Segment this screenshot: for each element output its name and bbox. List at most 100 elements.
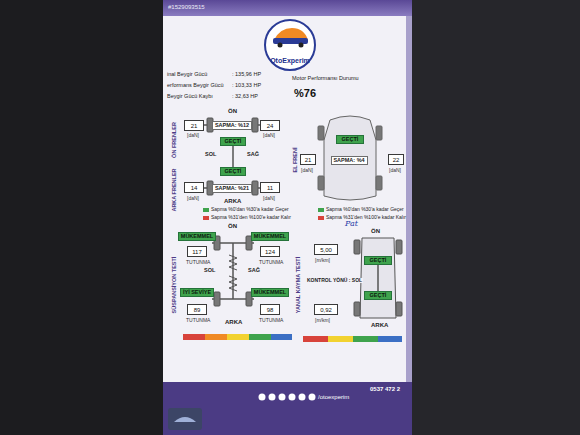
grip-box: 89 — [187, 304, 207, 315]
suspension-axles-part — [214, 292, 220, 306]
box-text: 124 — [265, 249, 275, 255]
paper-sheet-part — [163, 382, 412, 435]
box-text: 11 — [267, 185, 273, 191]
unit-label: [daN] — [389, 168, 401, 173]
corner-logo — [168, 408, 202, 430]
legend-text: Sapma %31'den %100'e kadar Kalır — [211, 215, 291, 220]
spec-name: Beygir Gücü Kaybı — [167, 94, 213, 100]
grip-box: 98 — [260, 304, 280, 315]
brake-axles-part — [252, 181, 258, 195]
side-label: SOL — [204, 268, 215, 274]
side-label: SOL — [205, 152, 216, 158]
legend-text: Sapma %31'den %100'e kadar Kalır — [326, 215, 406, 220]
brake-axles-part — [252, 118, 258, 132]
unit-label: [daN] — [187, 196, 199, 201]
axle-label: ARKA — [225, 319, 242, 325]
background-part — [412, 0, 580, 435]
box-text: MÜKEMMEL — [181, 234, 213, 240]
logo-badge-art — [265, 20, 315, 70]
box-text: 21 — [305, 157, 312, 163]
performance-value: %76 — [294, 88, 316, 99]
social-handle: /otoexperim — [318, 394, 349, 400]
side-slip-car-part — [354, 302, 360, 316]
box-text: 0,92 — [320, 307, 332, 313]
box-text: 98 — [267, 307, 274, 313]
rating-scale-part — [183, 334, 205, 340]
paper-sheet-part — [163, 0, 412, 435]
section-label: SÜSPANSİYON TESTİ — [172, 257, 178, 314]
force-box: 22 — [388, 154, 404, 165]
result-box: MÜKEMMEL — [251, 232, 289, 241]
logo-badge-art-part — [278, 43, 283, 48]
logo-badge-art-part — [299, 43, 304, 48]
result-box: GEÇTİ — [220, 137, 246, 146]
paper-sheet-part — [406, 16, 412, 382]
result-box: MÜKEMMEL — [178, 232, 216, 241]
logo-badge-art-part — [265, 20, 315, 70]
force-box: 21 — [300, 154, 316, 165]
phone-number: 0537 472 2 — [370, 386, 400, 392]
social-icons-part — [279, 394, 286, 401]
result-box: İYİ SEVİYE — [180, 288, 214, 297]
slip-box: 5,00 — [314, 244, 338, 255]
axle-label: ÖN — [371, 228, 380, 234]
social-icons-part — [259, 394, 266, 401]
axle-label: ARKA — [370, 322, 389, 328]
box-text: 24 — [267, 123, 274, 129]
handbrake-car — [318, 116, 382, 200]
grip-box: 124 — [260, 246, 280, 257]
handbrake-car-part — [376, 176, 382, 190]
section-label: ARKA FRENLER — [172, 168, 178, 211]
box-text: SAPMA: %4 — [333, 158, 364, 164]
side-slip-car-part — [360, 238, 396, 318]
force-box: 11 — [260, 182, 280, 193]
box-text: GEÇTİ — [342, 137, 359, 143]
spec-name: inal Beygir Gücü — [167, 72, 207, 78]
box-text: GEÇTİ — [225, 169, 242, 175]
deviation-box: SAPMA: %4 — [331, 156, 368, 165]
social-icons-part — [289, 394, 296, 401]
rating-scale-part — [271, 334, 292, 340]
box-text: MÜKEMMEL — [254, 290, 286, 296]
box-text: İYİ SEVİYE — [183, 290, 211, 296]
grip-label: TUTUNMA — [186, 318, 210, 323]
result-box: GEÇTİ — [364, 256, 392, 265]
spec-value: : 103,33 HP — [232, 83, 261, 89]
deviation-box: SAPMA: %12 — [212, 121, 252, 130]
unit-label: [m/km] — [315, 258, 330, 263]
section-title: Motor Performansı Durumu — [292, 76, 359, 82]
legend-text: Sapma %0'dan %30'a kadar Geçer — [211, 207, 289, 212]
axle-label: ÖN — [228, 108, 237, 114]
watermark: #1529093515 — [168, 4, 205, 10]
side-label: SAĞ — [247, 152, 259, 158]
unit-label: [daN] — [263, 196, 275, 201]
rating-scale-part — [328, 336, 353, 342]
box-text: SAPMA: %21 — [215, 186, 249, 192]
box-text: OtoExperim — [270, 57, 310, 64]
rating-scale-part — [205, 334, 227, 340]
box-text: GEÇTİ — [225, 139, 242, 145]
section-label: YANAL KAYMA TESTİ — [296, 257, 302, 313]
social-icons-part — [299, 394, 306, 401]
corner-logo-part — [168, 408, 202, 430]
rating-scale-part — [378, 336, 402, 342]
social-icons-part — [309, 394, 316, 401]
legend-row: Sapma %31'den %100'e kadar Kalır — [318, 215, 406, 220]
axle-shaft — [232, 146, 234, 167]
direction-label: KONTROL YÖNÜ : SOL — [306, 278, 363, 283]
grip-label: TUTUNMA — [259, 318, 283, 323]
spec-name: erformans Beygir Gücü — [167, 83, 224, 89]
spec-value: : 135,96 HP — [232, 72, 261, 78]
box-text: 14 — [191, 185, 198, 191]
social-icons — [259, 394, 316, 401]
result-box: MÜKEMMEL — [251, 288, 289, 297]
legend-swatch — [203, 216, 209, 220]
social-icons-part — [269, 394, 276, 401]
deviation-box: SAPMA: %21 — [212, 184, 252, 193]
box-text: GEÇTİ — [370, 258, 387, 264]
logo-badge-art-part — [273, 38, 308, 44]
unit-label: [daN] — [263, 133, 275, 138]
